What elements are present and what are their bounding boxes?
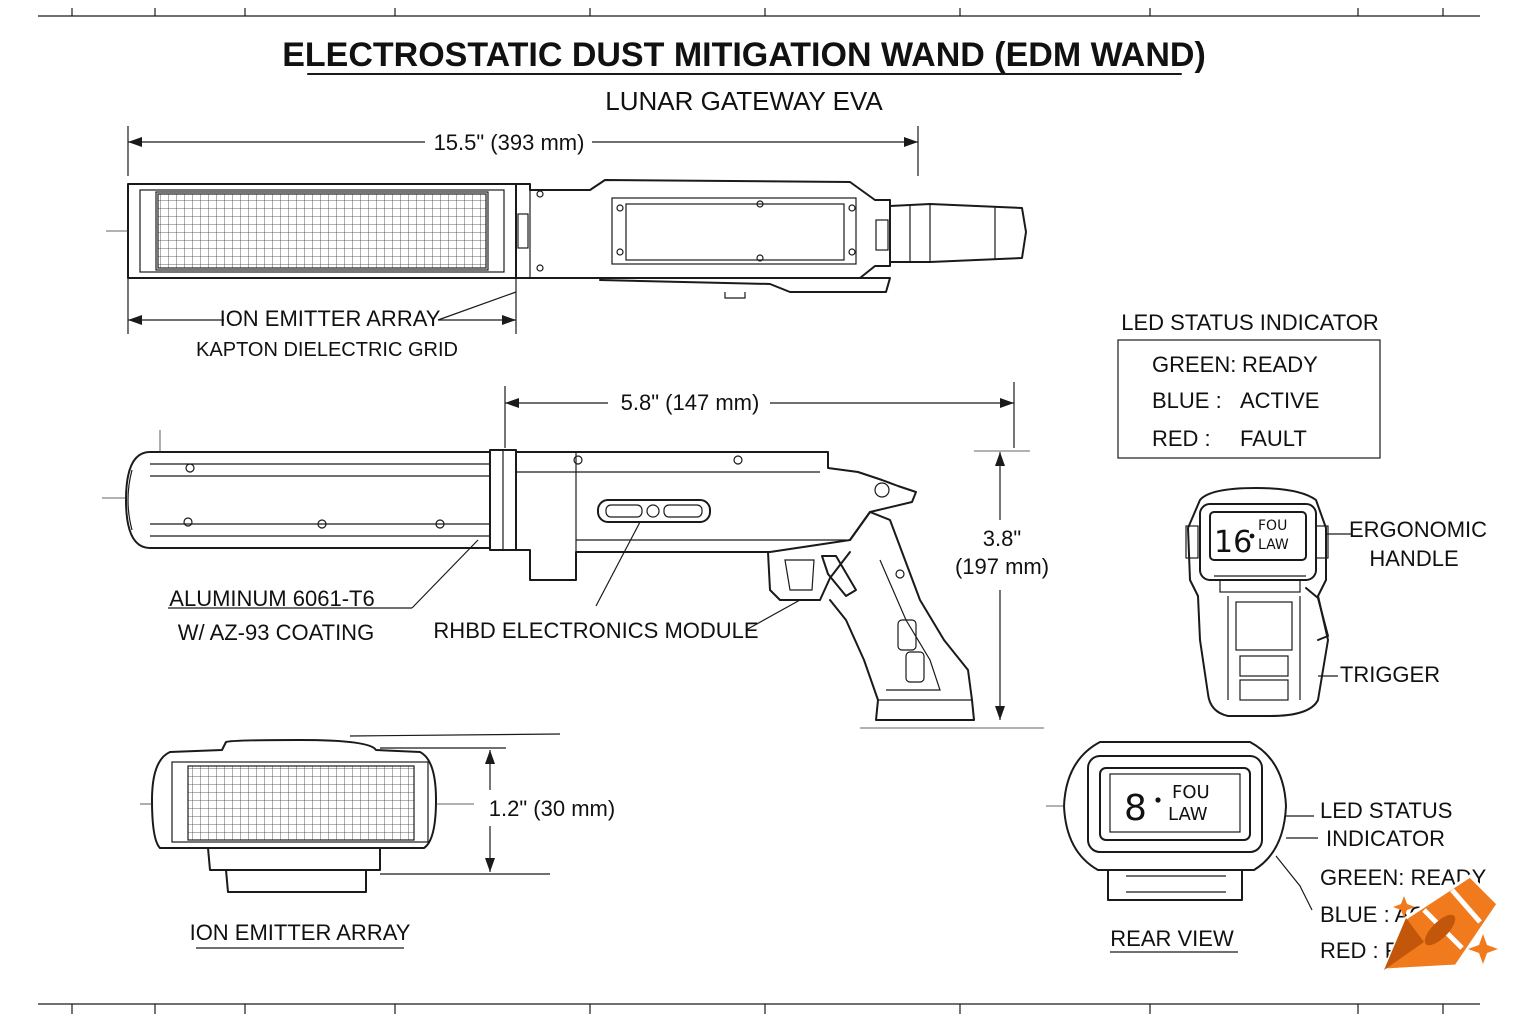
overall-length-dimension: 15.5" (393 mm)	[434, 130, 585, 155]
top-view: 15.5" (393 mm) ION EMITTER ARRAY	[106, 126, 1027, 361]
callout-coating: W/ AZ-93 COATING	[178, 620, 374, 645]
sparkle-small-icon	[1393, 896, 1415, 918]
callout-ion-emitter-top: ION EMITTER ARRAY	[220, 306, 441, 331]
section-length-dimension: 5.8" (147 mm)	[621, 390, 760, 415]
rear-display-number: 8	[1124, 788, 1147, 829]
callout-led-status-line2: INDICATOR	[1326, 826, 1445, 851]
side-view: 5.8" (147 mm)	[102, 382, 1049, 729]
led-legend-green-state: READY	[1242, 352, 1318, 377]
callout-ion-emitter-front: ION EMITTER ARRAY	[190, 920, 411, 945]
callout-kapton-grid: KAPTON DIELECTRIC GRID	[196, 339, 458, 361]
led-legend-green-label: GREEN:	[1152, 352, 1236, 377]
handle-display-number: 16	[1214, 525, 1252, 560]
border-frame	[38, 8, 1480, 1014]
led-legend: LED STATUS INDICATOR GREEN: READY BLUE :…	[1117, 310, 1381, 459]
callout-trigger: TRIGGER	[1340, 662, 1440, 687]
rear-display-bottom: LAW	[1168, 804, 1208, 825]
height-dimension-mm: (197 mm)	[955, 554, 1049, 579]
led-legend-red-state: FAULT	[1240, 426, 1307, 451]
callout-ergonomic-line2: HANDLE	[1369, 546, 1458, 571]
callout-rear-view: REAR VIEW	[1110, 926, 1234, 951]
handle-display-bottom: LAW	[1258, 537, 1289, 553]
drawing-title: ELECTROSTATIC DUST MITIGATION WAND (EDM …	[282, 36, 1206, 74]
callout-led-status-line1: LED STATUS	[1320, 798, 1452, 823]
handle-detail-view: 16 FOU LAW ERGONOMIC HANDLE TRIGGER	[1185, 487, 1487, 717]
callout-ergonomic-line1: ERGONOMIC	[1349, 517, 1487, 542]
rear-display-top: FOU	[1172, 782, 1210, 803]
handle-display-top: FOU	[1258, 518, 1287, 534]
callout-aluminum: ALUMINUM 6061-T6	[169, 586, 374, 611]
front-height-dimension: 1.2" (30 mm)	[489, 796, 615, 821]
front-view: 1.2" (30 mm) ION EMITTER ARRAY	[140, 733, 615, 949]
callout-rhbd-module: RHBD ELECTRONICS MODULE	[433, 618, 758, 643]
led-legend-blue-label: BLUE :	[1152, 388, 1222, 413]
led-legend-box	[1117, 339, 1381, 459]
height-dimension-inch: 3.8"	[983, 526, 1021, 551]
led-legend-blue-state: ACTIVE	[1240, 388, 1319, 413]
led-legend-title: LED STATUS INDICATOR	[1121, 310, 1379, 335]
crayon-icon	[1381, 874, 1500, 972]
sparkle-icon	[1468, 934, 1498, 964]
drawing-subtitle: LUNAR GATEWAY EVA	[605, 86, 883, 116]
led-legend-red-label: RED :	[1152, 426, 1211, 451]
